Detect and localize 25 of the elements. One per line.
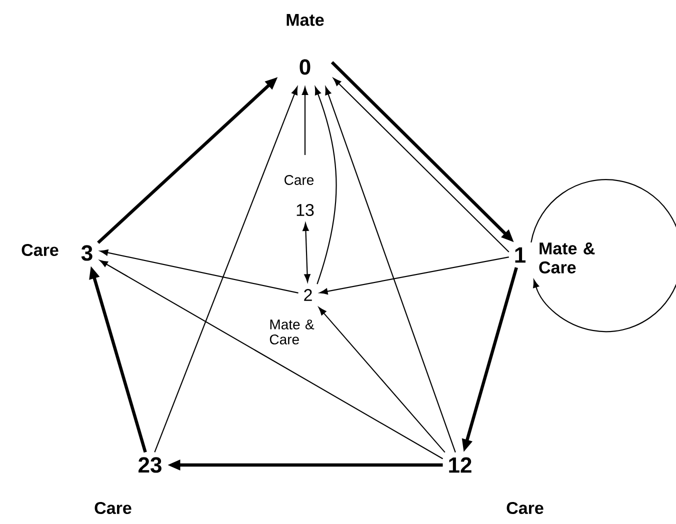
state-number: 1 [515,247,526,263]
state-number: 0 [300,59,310,75]
state-number: 23 [138,457,162,473]
state-caption: Care [94,502,132,514]
arrow [100,250,298,294]
state-caption: Mate & Care [270,320,314,344]
state-number: 12 [449,457,472,473]
arrow [302,222,310,282]
state-number: 2 [304,289,312,301]
arrow [325,86,456,452]
arrow [302,86,308,155]
arrow [530,179,676,332]
arrow [154,86,298,452]
state-number: 3 [81,245,92,261]
arrow [320,256,509,294]
state-caption: Care [506,502,544,514]
state-caption: Care [22,244,58,256]
arrow [314,86,337,284]
state-caption: Mate & Care [539,242,595,274]
state-caption: Mate [286,14,324,26]
state-caption: Care [284,175,314,185]
arrow [333,78,510,252]
arrow [318,307,446,453]
state-number: 13 [296,204,314,216]
arrow [100,260,444,460]
